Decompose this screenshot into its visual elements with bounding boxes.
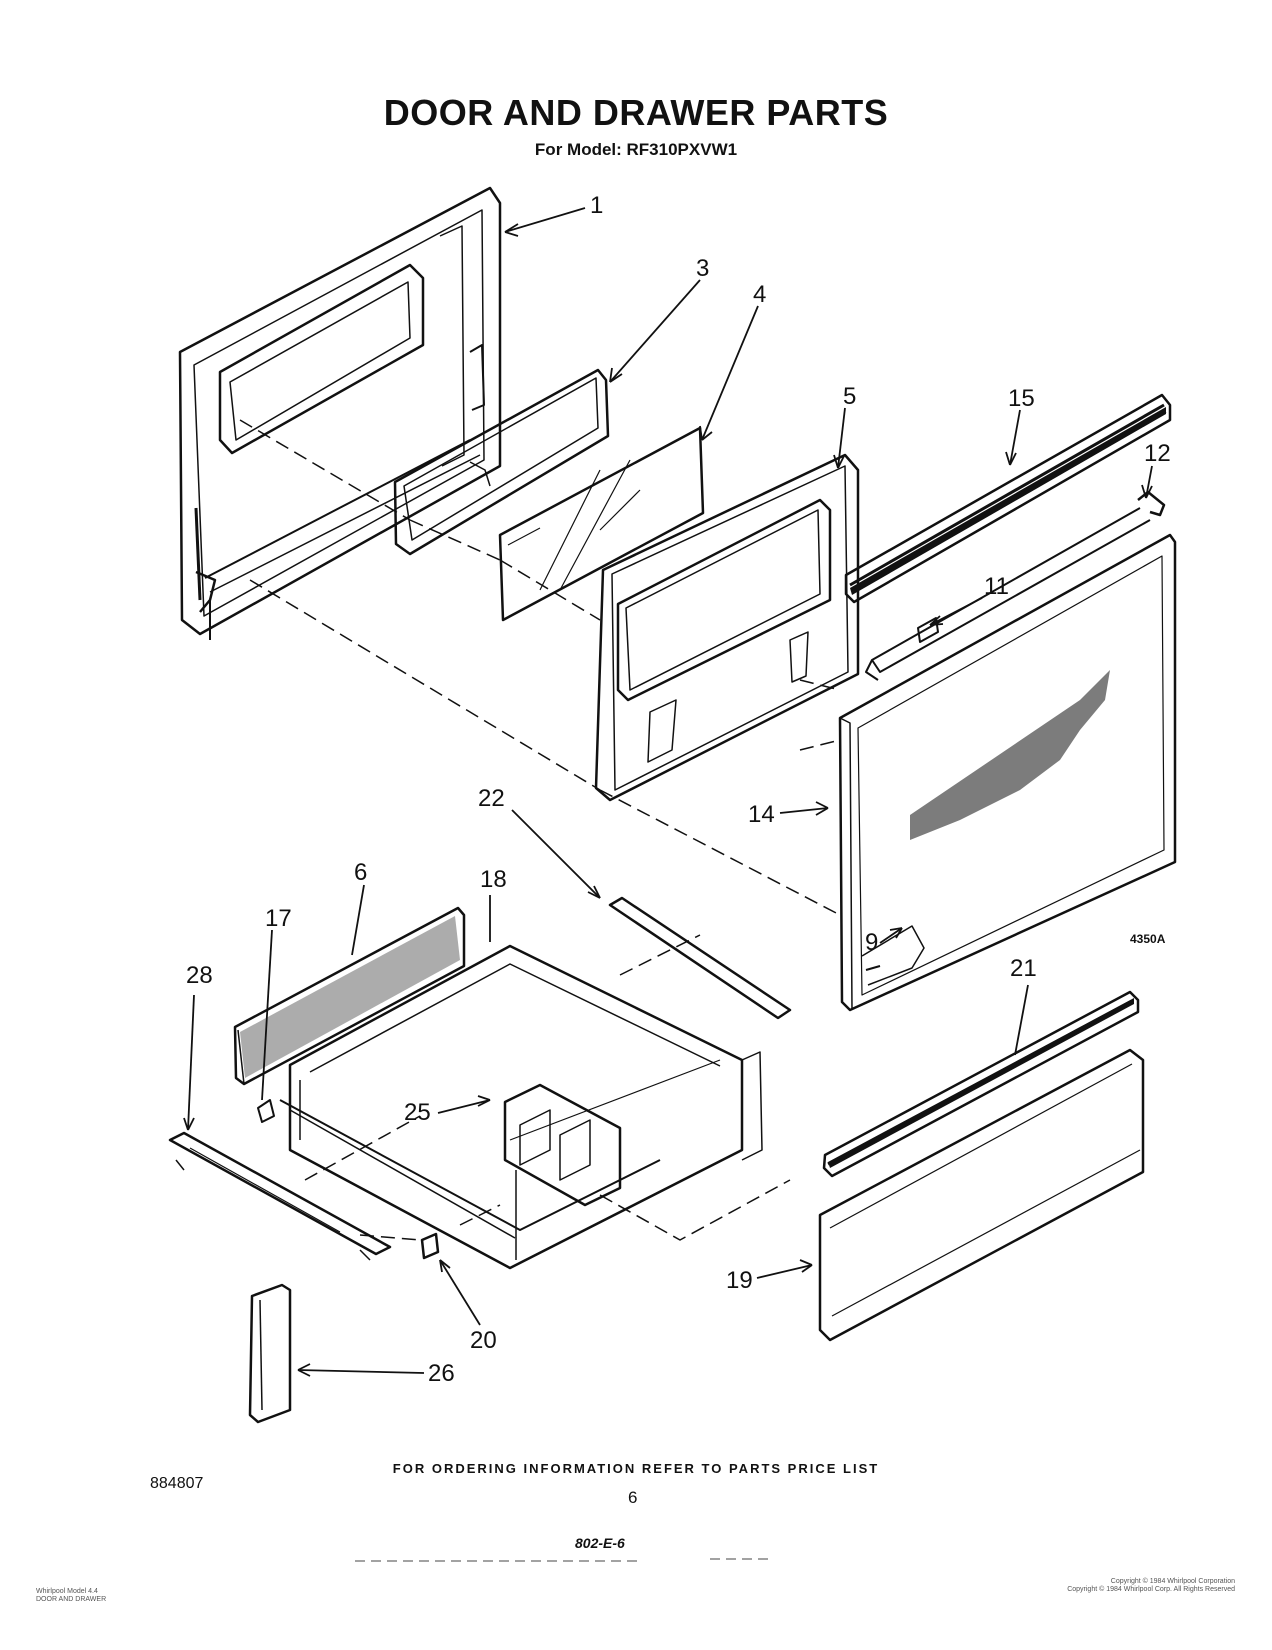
callout-17: 17 — [265, 905, 292, 932]
window-glass — [498, 426, 705, 622]
drawer-bracket — [503, 1083, 622, 1207]
page-code: 802-E-6 — [575, 1535, 625, 1551]
footer-left-line-1: Whirlpool Model 4.4 — [36, 1588, 98, 1595]
callout-15: 15 — [1008, 385, 1035, 412]
callout-6: 6 — [354, 859, 367, 886]
drawer-rail — [168, 1131, 392, 1261]
callout-25: 25 — [404, 1099, 431, 1126]
outer-glass-panel — [838, 533, 1177, 1012]
footer-rule — [355, 1558, 770, 1562]
callout-11: 11 — [984, 573, 1009, 600]
callout-20: 20 — [470, 1327, 497, 1354]
insulation-panel — [233, 906, 466, 1086]
callout-12: 12 — [1144, 440, 1171, 467]
callout-3: 3 — [696, 255, 709, 282]
drawer-front-panel — [818, 1048, 1145, 1342]
callout-9: 9 — [865, 929, 878, 956]
ordering-note: FOR ORDERING INFORMATION REFER TO PARTS … — [392, 1461, 880, 1476]
footer-left-note: Whirlpool Model 4.4 DOOR AND DRAWER — [36, 1588, 106, 1604]
callout-1: 1 — [590, 192, 603, 219]
drawer-body — [279, 944, 763, 1270]
doc-number: 884807 — [150, 1475, 204, 1492]
assembly-lines — [239, 419, 841, 1241]
callout-22: 22 — [478, 785, 505, 812]
callout-14: 14 — [748, 801, 775, 828]
callout-19: 19 — [726, 1267, 753, 1294]
callout-5: 5 — [843, 383, 856, 410]
footer-right-line-1: Copyright © 1984 Whirlpool Corporation — [1110, 1578, 1235, 1585]
page-number: 6 — [628, 1488, 638, 1507]
drawer-clip — [257, 1099, 275, 1123]
model-subtitle: For Model: RF310PXVW1 — [534, 140, 738, 159]
texture-marks — [240, 407, 1166, 1168]
callout-28: 28 — [186, 962, 213, 989]
figure-code: 4350A — [1130, 932, 1166, 946]
footer-right-note: Copyright © 1984 Whirlpool Corporation C… — [1025, 1578, 1235, 1594]
side-bracket — [248, 1283, 292, 1424]
drawer-bumper — [420, 1232, 440, 1260]
inner-door-panel — [594, 453, 860, 802]
small-trim-strip — [608, 896, 792, 1020]
handle-bracket — [865, 490, 1166, 681]
outer-door-panel — [178, 186, 502, 640]
clip — [917, 617, 939, 643]
footer-right-line-2: Copyright © 1984 Whirlpool Corp. All Rig… — [1067, 1586, 1235, 1593]
callout-4: 4 — [753, 281, 766, 308]
callout-18: 18 — [480, 866, 507, 893]
footer-left-line-2: DOOR AND DRAWER — [36, 1596, 107, 1603]
callout-26: 26 — [428, 1360, 455, 1387]
page-title: DOOR AND DRAWER PARTS — [383, 92, 889, 133]
door-gasket — [393, 368, 610, 556]
leader-lines — [183, 207, 1153, 1377]
callout-21: 21 — [1010, 955, 1037, 982]
